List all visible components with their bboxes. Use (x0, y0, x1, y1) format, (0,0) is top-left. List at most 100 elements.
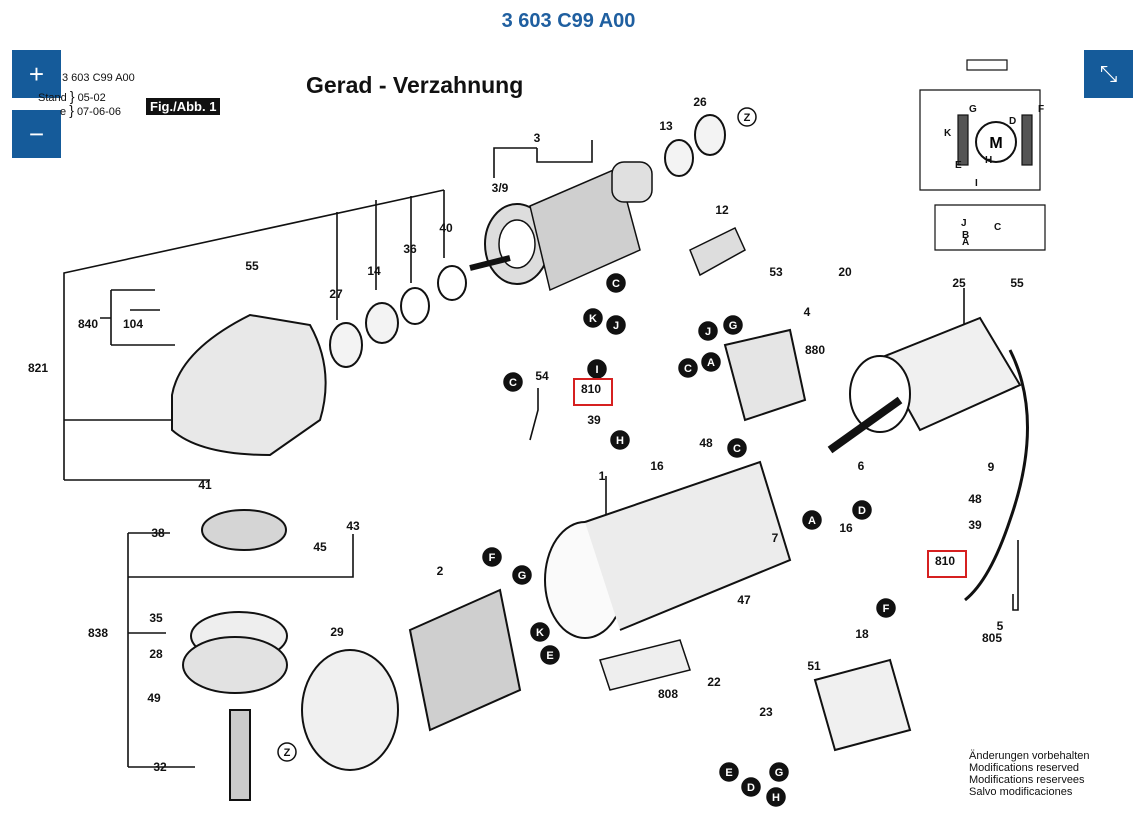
part-label-12[interactable]: 12 (715, 203, 729, 217)
schematic-letter-c: C (994, 222, 1001, 233)
part-label-2[interactable]: 2 (437, 564, 444, 578)
part-label-27[interactable]: 27 (329, 287, 343, 301)
document-title: 3 603 C99 A00 (501, 10, 636, 32)
schematic-letter-b: B (962, 230, 969, 241)
part-label-23[interactable]: 23 (759, 705, 773, 719)
zoom-out-button[interactable]: − (12, 110, 61, 158)
figure-badge: Fig./Abb. 1 (146, 98, 221, 115)
part-label-41[interactable]: 41 (198, 478, 212, 492)
collapse-icon[interactable]: ⤡ (1084, 50, 1133, 98)
part-label-51[interactable]: 51 (807, 659, 821, 673)
part-label-4[interactable]: 4 (804, 305, 811, 319)
part-label-54[interactable]: 54 (535, 369, 549, 383)
part-label-43[interactable]: 43 (346, 519, 360, 533)
connector-marker-j: J (698, 321, 718, 341)
svg-text:K: K (536, 627, 544, 639)
motor-label: M (989, 135, 1002, 152)
connector-marker-c: C (727, 438, 747, 458)
connector-marker-d: D (852, 500, 872, 520)
svg-text:G: G (775, 767, 784, 779)
svg-text:D: D (858, 505, 866, 517)
svg-text:E: E (546, 650, 553, 662)
part-label-840[interactable]: 840 (78, 317, 98, 331)
part-label-880[interactable]: 880 (805, 343, 825, 357)
svg-text:C: C (612, 278, 620, 290)
part-label-104[interactable]: 104 (123, 317, 143, 331)
notice-es: Salvo modificaciones (969, 786, 1073, 798)
svg-text:G: G (518, 570, 527, 582)
part-label-6[interactable]: 6 (858, 459, 865, 473)
part-label-1[interactable]: 1 (599, 469, 606, 483)
part-label-26[interactable]: 26 (693, 95, 707, 109)
svg-text:C: C (733, 443, 741, 455)
part-label-39-b[interactable]: 39 (968, 518, 982, 532)
connector-marker-c: C (503, 372, 523, 392)
connector-marker-e: E (719, 762, 739, 782)
connector-marker-d: D (741, 777, 761, 797)
connector-marker-h: H (766, 787, 786, 807)
part-label-5[interactable]: 5 (997, 619, 1004, 633)
part-label-36[interactable]: 36 (403, 242, 417, 256)
part-label-49[interactable]: 49 (147, 691, 161, 705)
part-label-38[interactable]: 38 (151, 526, 165, 540)
svg-text:E: E (725, 767, 732, 779)
part-label-7[interactable]: 7 (772, 531, 779, 545)
part-label-47[interactable]: 47 (737, 593, 751, 607)
part-label-838[interactable]: 838 (88, 626, 108, 640)
part-label-55-b[interactable]: 55 (1010, 276, 1024, 290)
connector-marker-a: A (701, 352, 721, 372)
part-label-821[interactable]: 821 (28, 361, 48, 375)
schematic-letter-j: J (961, 218, 967, 229)
part-label-28[interactable]: 28 (149, 647, 163, 661)
connector-marker-c: C (678, 358, 698, 378)
part-810-highlight-2[interactable] (927, 550, 967, 578)
part-label-9[interactable]: 9 (988, 460, 995, 474)
svg-text:F: F (883, 603, 890, 615)
svg-text:F: F (489, 552, 496, 564)
part-label-16-b[interactable]: 16 (839, 521, 853, 535)
part-label-3-9[interactable]: 3/9 (492, 181, 509, 195)
connector-marker-z: Z (737, 107, 757, 127)
part-label-3[interactable]: 3 (534, 131, 541, 145)
svg-text:K: K (589, 313, 597, 325)
part-810-highlight-1[interactable] (573, 378, 613, 406)
part-label-32[interactable]: 32 (153, 760, 167, 774)
svg-text:H: H (616, 435, 624, 447)
part-label-25[interactable]: 25 (952, 276, 966, 290)
part-label-39[interactable]: 39 (587, 413, 601, 427)
svg-text:Z: Z (284, 747, 291, 759)
part-label-20[interactable]: 20 (838, 265, 852, 279)
part-label-805[interactable]: 805 (982, 631, 1002, 645)
svg-text:C: C (684, 363, 692, 375)
notice-en: Modifications reserved (969, 762, 1080, 774)
schematic-letter-i: I (975, 178, 978, 189)
part-label-48[interactable]: 48 (699, 436, 713, 450)
connector-marker-k: K (530, 622, 550, 642)
notice-de: Änderungen vorbehalten (969, 750, 1090, 762)
part-label-40[interactable]: 40 (439, 221, 453, 235)
part-label-35[interactable]: 35 (149, 611, 163, 625)
part-label-55[interactable]: 55 (245, 259, 259, 273)
schematic-letter-h: H (985, 155, 992, 166)
part-label-13[interactable]: 13 (659, 119, 673, 133)
svg-text:A: A (707, 357, 715, 369)
part-label-18[interactable]: 18 (855, 627, 869, 641)
part-label-808[interactable]: 808 (658, 687, 678, 701)
part-label-810-b[interactable]: 810 (935, 554, 955, 568)
part-label-810[interactable]: 810 (581, 382, 601, 396)
part-label-53[interactable]: 53 (769, 265, 783, 279)
part-label-16[interactable]: 16 (650, 459, 664, 473)
part-label-14[interactable]: 14 (367, 264, 381, 278)
zoom-in-button[interactable]: + (12, 50, 61, 98)
part-label-45[interactable]: 45 (313, 540, 327, 554)
part-label-29[interactable]: 29 (330, 625, 344, 639)
part-label-48-b[interactable]: 48 (968, 492, 982, 506)
schematic-letter-a: A (962, 237, 969, 248)
revision-info: 3 603 C99 A00 Stand } 05-02 e } 07-06-06 (38, 72, 135, 118)
connector-marker-j: J (606, 315, 626, 335)
diagram-title: Gerad - Verzahnung (306, 72, 524, 98)
schematic-letter-k: K (944, 128, 952, 139)
part-label-22[interactable]: 22 (707, 675, 721, 689)
notice-fr: Modifications reservees (969, 774, 1085, 786)
